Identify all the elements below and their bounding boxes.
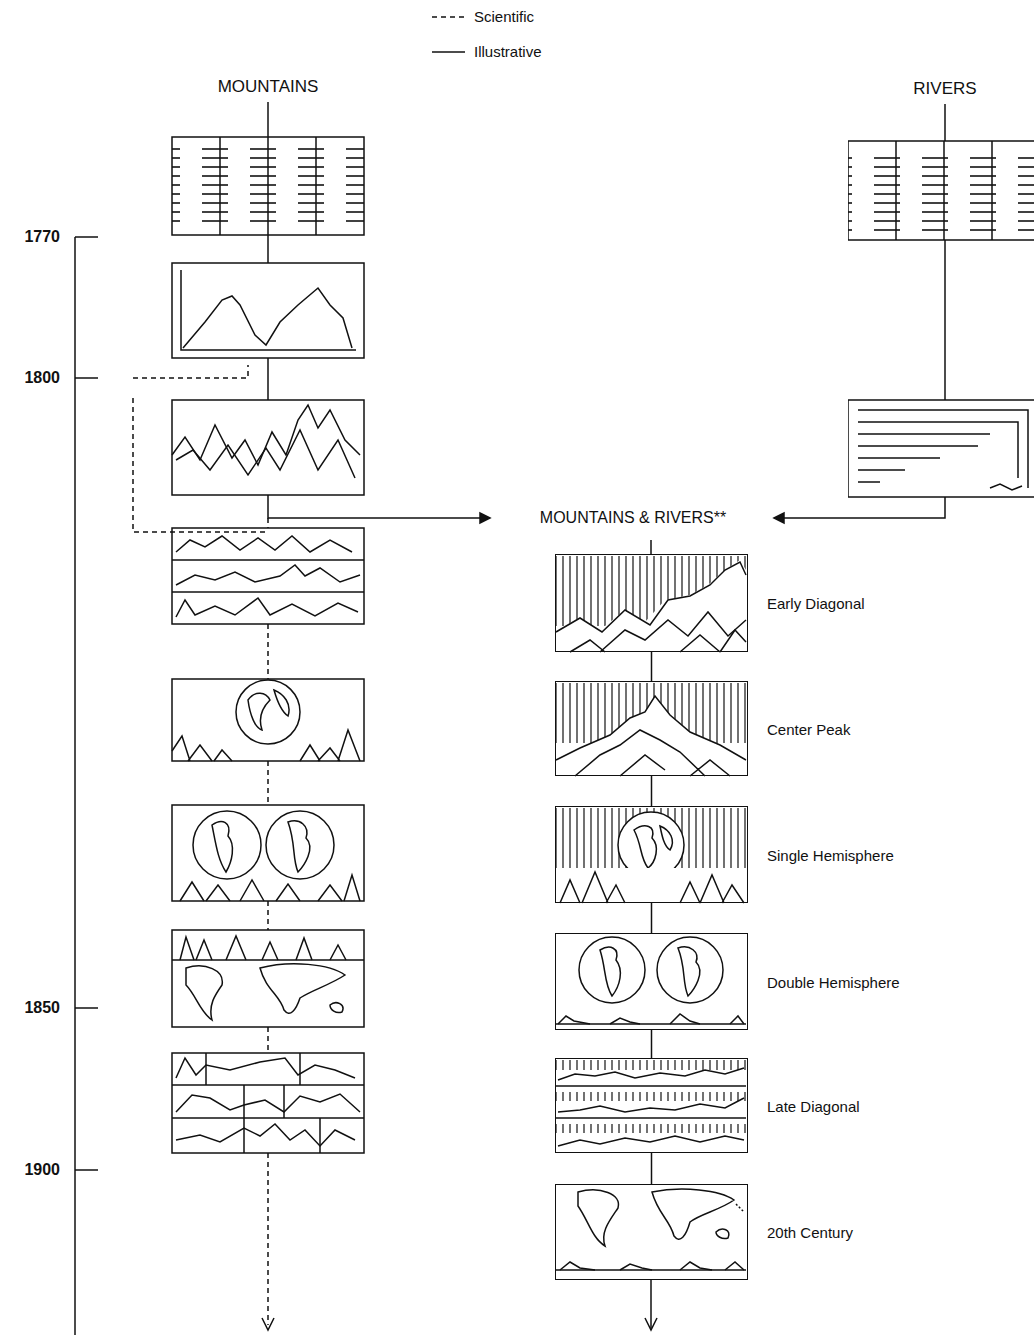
- column-heading: MOUNTAINS & RIVERS**: [538, 509, 728, 527]
- style-caption: Double Hemisphere: [765, 973, 902, 990]
- connector-line: [651, 1153, 652, 1184]
- style-caption: Center Peak: [765, 720, 852, 737]
- year-label: 1800: [22, 369, 62, 387]
- connector-line: [651, 652, 652, 681]
- year-label: 1770: [22, 228, 62, 246]
- legend-text: Illustrative: [472, 44, 544, 61]
- connector-line: [651, 1030, 652, 1058]
- style-box: Center Peak: [555, 681, 748, 776]
- style-caption: Late Diagonal: [765, 1097, 862, 1114]
- style-box: Double Hemisphere: [555, 933, 748, 1030]
- year-label: 1850: [22, 999, 62, 1017]
- legend-text: Scientific: [472, 9, 536, 26]
- style-box: Single Hemisphere: [555, 806, 748, 903]
- column-heading: MOUNTAINS: [216, 78, 321, 97]
- column-heading: RIVERS: [911, 80, 978, 99]
- year-label: 1900: [22, 1161, 62, 1179]
- style-box: 20th Century: [555, 1184, 748, 1280]
- style-box: Early Diagonal: [555, 554, 748, 652]
- style-caption: Single Hemisphere: [765, 846, 896, 863]
- style-caption: Early Diagonal: [765, 595, 867, 612]
- style-caption: 20th Century: [765, 1224, 855, 1241]
- connector-line: [651, 776, 652, 806]
- style-box: Late Diagonal: [555, 1058, 748, 1153]
- connector-line: [651, 903, 652, 933]
